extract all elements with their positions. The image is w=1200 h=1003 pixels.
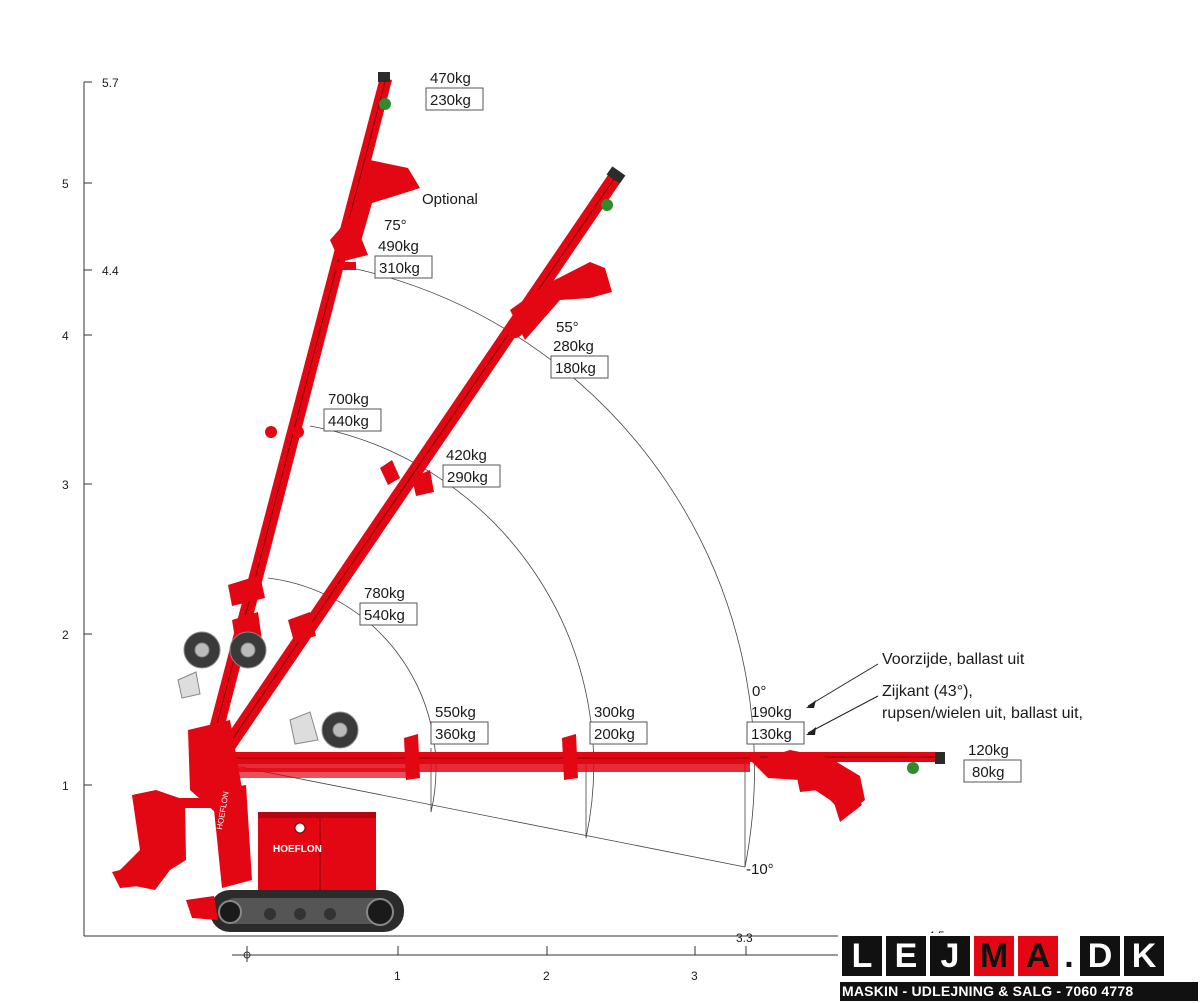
logo-letter: E: [886, 936, 926, 976]
engine-housing: [258, 812, 376, 890]
y-axis: 5.7 5 4.4 4 3 2 1: [62, 76, 119, 936]
logo-dot: .: [1062, 936, 1076, 976]
x-marker-3-3: 3.3: [736, 931, 753, 945]
config-notes: Voorzijde, ballast uit Zijkant (43°), ru…: [806, 651, 1083, 735]
minus-10-label: -10°: [746, 861, 774, 878]
logo-letter: J: [930, 936, 970, 976]
lejma-logo: L E J M A . D K MASKIN - UDLEJNING & SAL…: [838, 933, 1200, 1003]
logo-letter: L: [842, 936, 882, 976]
load-75: 75° 490kg 310kg: [374, 217, 433, 279]
logo-tagline: MASKIN - UDLEJNING & SALG - 7060 4778: [840, 982, 1198, 1001]
load-mid-55-top: 420kg: [446, 447, 487, 464]
load-0: 0° 190kg 130kg: [746, 683, 805, 745]
angle-0: 0°: [752, 683, 766, 700]
load-low-75-boxed: 540kg: [364, 607, 405, 624]
load-low-75: 780kg 540kg: [359, 585, 418, 626]
load-mid-55-boxed: 290kg: [447, 469, 488, 486]
side-note-line2: rupsen/wielen uit, ballast uit,: [882, 705, 1083, 722]
pulley-75: [379, 98, 391, 110]
side-note-line1: Zijkant (43°),: [882, 683, 973, 700]
crawler-tracks: [186, 890, 404, 932]
y-tick-5: 5: [62, 177, 69, 191]
x-tick-1: 1: [394, 969, 401, 983]
logo-letter-highlight: A: [1018, 936, 1058, 976]
front-note: Voorzijde, ballast uit: [882, 651, 1025, 668]
crane-machine: HOEFLON HOEFLON: [112, 72, 945, 932]
logo-letter-highlight: M: [974, 936, 1014, 976]
load-mid-75-top: 700kg: [328, 391, 369, 408]
y-tick-4: 4: [62, 329, 69, 343]
load-tip-0-boxed: 80kg: [972, 764, 1005, 781]
load-tip-0-top: 120kg: [968, 742, 1009, 759]
pulley-0: [907, 762, 919, 774]
y-tick-2: 2: [62, 628, 69, 642]
load-h1-boxed: 360kg: [435, 726, 476, 743]
brand-label: HOEFLON: [273, 844, 322, 855]
angle-55: 55°: [556, 319, 579, 336]
load-0-top: 190kg: [751, 704, 792, 721]
y-tick-1: 1: [62, 779, 69, 793]
load-h2-boxed: 200kg: [594, 726, 635, 743]
load-75-top: 490kg: [378, 238, 419, 255]
load-h2: 300kg 200kg: [589, 704, 648, 745]
y-tick-5-7: 5.7: [102, 76, 119, 90]
load-tip-75: 470kg 230kg: [425, 70, 484, 111]
y-tick-3: 3: [62, 478, 69, 492]
load-mid-75: 700kg 440kg: [323, 391, 382, 432]
winch-group: [177, 631, 359, 749]
x-tick-3: 3: [691, 969, 698, 983]
load-h2-top: 300kg: [594, 704, 635, 721]
logo-letters: L E J M A . D K: [842, 936, 1164, 976]
load-tip-75-top: 470kg: [430, 70, 471, 87]
load-55-boxed: 180kg: [555, 360, 596, 377]
load-tip-0: 120kg 80kg: [963, 742, 1022, 783]
x-tick-2: 2: [543, 969, 550, 983]
angle-75: 75°: [384, 217, 407, 234]
logo-letter: D: [1080, 936, 1120, 976]
y-tick-4-4: 4.4: [102, 264, 119, 278]
logo-letter: K: [1124, 936, 1164, 976]
load-mid-75-boxed: 440kg: [328, 413, 369, 430]
load-h1-top: 550kg: [435, 704, 476, 721]
load-h1: 550kg 360kg: [430, 704, 489, 745]
load-75-boxed: 310kg: [379, 260, 420, 277]
load-tip-75-boxed: 230kg: [430, 92, 471, 109]
load-mid-55: 420kg 290kg: [442, 447, 501, 488]
load-55: 55° 280kg 180kg: [550, 319, 609, 379]
load-low-75-top: 780kg: [364, 585, 405, 602]
x-axis: 1 2 3 3.3 4.5: [84, 929, 945, 983]
load-0-boxed: 130kg: [751, 726, 792, 743]
load-55-top: 280kg: [553, 338, 594, 355]
optional-label: Optional: [422, 191, 478, 208]
pulley-55: [601, 199, 613, 211]
